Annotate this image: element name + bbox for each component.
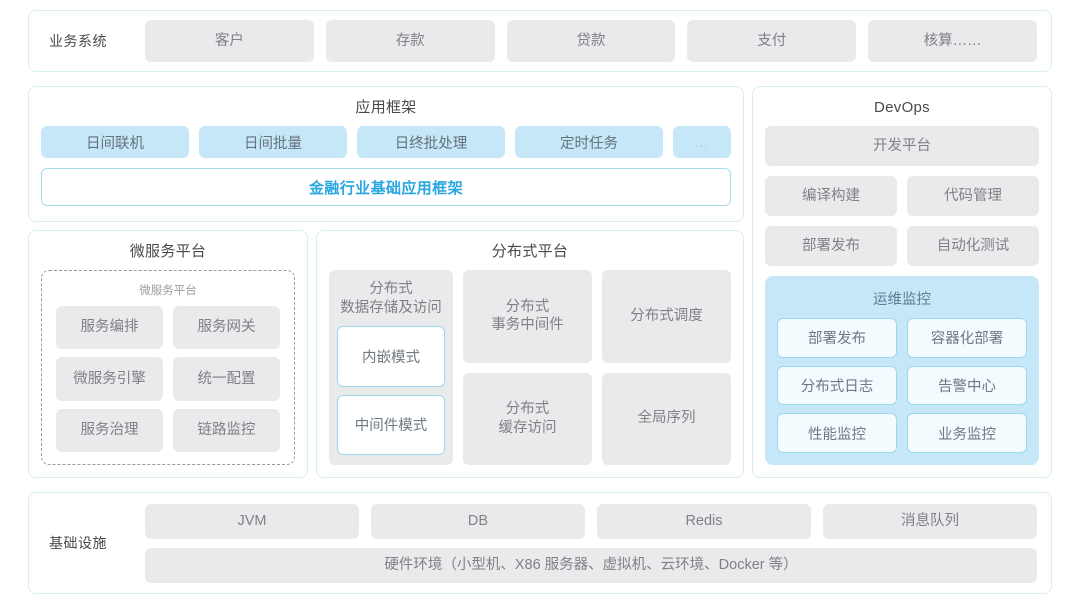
business-systems-items: 客户 存款 贷款 支付 核算…… xyxy=(145,20,1037,62)
distributed-storage-mode[interactable]: 中间件模式 xyxy=(337,394,445,455)
business-systems-panel: 业务系统 客户 存款 贷款 支付 核算…… xyxy=(28,10,1052,72)
ops-monitoring-item[interactable]: 性能监控 xyxy=(777,413,897,453)
ops-monitoring-item[interactable]: 分布式日志 xyxy=(777,365,897,406)
app-framework-item[interactable]: 定时任务 xyxy=(515,126,663,158)
distributed-storage-header: 分布式 数据存储及访问 xyxy=(340,281,442,316)
devops-item[interactable]: 自动化测试 xyxy=(907,226,1039,266)
microservice-platform-title: 微服务平台 xyxy=(129,243,207,260)
ops-monitoring-group: 运维监控 部署发布 容器化部署 分布式日志 告警中心 性能监控 业务监控 xyxy=(765,276,1039,465)
business-system-item[interactable]: 客户 xyxy=(145,20,314,62)
financial-base-framework-banner: 金融行业基础应用框架 xyxy=(41,168,731,206)
microservice-platform-panel: 微服务平台 微服务平台 服务编排 服务网关 微服务引擎 统一配置 服务治理 链路… xyxy=(28,230,308,478)
application-framework-panel: 应用框架 日间联机 日间批量 日终批处理 定时任务 ... 金融行业基础应用框架 xyxy=(28,86,744,222)
app-framework-item[interactable]: 日间联机 xyxy=(41,126,189,158)
devops-platform-item[interactable]: 开发平台 xyxy=(765,126,1039,166)
ops-monitoring-item[interactable]: 告警中心 xyxy=(907,365,1027,406)
infrastructure-item[interactable]: Redis xyxy=(597,503,811,539)
distributed-item[interactable]: 分布式 事务中间件 xyxy=(463,270,592,363)
microservice-item[interactable]: 服务治理 xyxy=(56,408,163,452)
business-system-item[interactable]: 贷款 xyxy=(506,20,676,62)
distributed-item[interactable]: 分布式 缓存访问 xyxy=(463,372,592,465)
platform-left-column: 应用框架 日间联机 日间批量 日终批处理 定时任务 ... 金融行业基础应用框架… xyxy=(28,86,744,478)
microservice-platform-items: 服务编排 服务网关 微服务引擎 统一配置 服务治理 链路监控 xyxy=(56,306,280,452)
ops-monitoring-title: 运维监控 xyxy=(873,292,931,308)
ops-monitoring-items: 部署发布 容器化部署 分布式日志 告警中心 性能监控 业务监控 xyxy=(777,318,1027,453)
microservice-item[interactable]: 服务网关 xyxy=(173,306,280,350)
infrastructure-panel: 基础设施 JVM DB Redis 消息队列 硬件环境（小型机、X86 服务器、… xyxy=(28,492,1052,594)
platform-section: 应用框架 日间联机 日间批量 日终批处理 定时任务 ... 金融行业基础应用框架… xyxy=(28,86,1052,478)
distributed-platform-title: 分布式平台 xyxy=(491,243,569,260)
business-systems-label: 业务系统 xyxy=(49,33,107,49)
devops-item[interactable]: 代码管理 xyxy=(907,176,1039,216)
infrastructure-item[interactable]: 消息队列 xyxy=(823,503,1037,539)
hardware-environment-row: 硬件环境（小型机、X86 服务器、虚拟机、云环境、Docker 等） xyxy=(145,547,1037,583)
business-system-item[interactable]: 核算…… xyxy=(868,20,1037,62)
ops-monitoring-item[interactable]: 部署发布 xyxy=(777,318,897,358)
microservice-platform-inner-title: 微服务平台 xyxy=(139,285,197,297)
distributed-storage-mode[interactable]: 内嵌模式 xyxy=(337,326,445,387)
microservice-item[interactable]: 链路监控 xyxy=(173,408,280,452)
hardware-environment-item[interactable]: 硬件环境（小型机、X86 服务器、虚拟机、云环境、Docker 等） xyxy=(145,547,1037,583)
app-framework-item[interactable]: 日终批处理 xyxy=(357,126,505,158)
devops-column: DevOps 开发平台 编译构建 代码管理 部署发布 自动化测试 运维监控 部署… xyxy=(752,86,1052,478)
ops-monitoring-item[interactable]: 业务监控 xyxy=(907,413,1027,453)
infrastructure-item[interactable]: JVM xyxy=(145,503,359,539)
distributed-platform-body: 分布式 数据存储及访问 内嵌模式 中间件模式 分布式 事务中间件 分布式调度 分… xyxy=(329,270,731,465)
distributed-item[interactable]: 全局序列 xyxy=(602,372,731,465)
microservice-item[interactable]: 统一配置 xyxy=(173,357,280,401)
microservice-item[interactable]: 服务编排 xyxy=(56,306,163,350)
distributed-platform-panel: 分布式平台 分布式 数据存储及访问 内嵌模式 中间件模式 分布式 事务中间件 分… xyxy=(316,230,744,478)
devops-title: DevOps xyxy=(874,99,930,116)
app-framework-more-button[interactable]: ... xyxy=(673,126,731,158)
application-framework-items: 日间联机 日间批量 日终批处理 定时任务 ... xyxy=(41,126,731,158)
distributed-item[interactable]: 分布式调度 xyxy=(602,270,731,363)
infrastructure-label: 基础设施 xyxy=(49,535,107,551)
infrastructure-body: JVM DB Redis 消息队列 硬件环境（小型机、X86 服务器、虚拟机、云… xyxy=(145,503,1037,583)
microservice-item[interactable]: 微服务引擎 xyxy=(56,357,163,401)
business-system-item[interactable]: 存款 xyxy=(325,20,495,62)
application-framework-title: 应用框架 xyxy=(355,99,417,116)
devops-items: 编译构建 代码管理 部署发布 自动化测试 xyxy=(765,176,1039,266)
devops-item[interactable]: 部署发布 xyxy=(765,226,897,266)
devops-item[interactable]: 编译构建 xyxy=(765,176,897,216)
distributed-storage-group: 分布式 数据存储及访问 内嵌模式 中间件模式 xyxy=(329,270,453,465)
app-framework-item[interactable]: 日间批量 xyxy=(199,126,347,158)
distributed-platform-items: 分布式 事务中间件 分布式调度 分布式 缓存访问 全局序列 xyxy=(463,270,731,465)
ops-monitoring-item[interactable]: 容器化部署 xyxy=(907,318,1027,358)
infrastructure-item[interactable]: DB xyxy=(371,503,585,539)
microservice-platform-inner-box: 微服务平台 服务编排 服务网关 微服务引擎 统一配置 服务治理 链路监控 xyxy=(41,270,295,465)
business-system-item[interactable]: 支付 xyxy=(687,20,857,62)
infrastructure-items: JVM DB Redis 消息队列 xyxy=(145,503,1037,539)
platform-lower-row: 微服务平台 微服务平台 服务编排 服务网关 微服务引擎 统一配置 服务治理 链路… xyxy=(28,230,744,478)
devops-panel: DevOps 开发平台 编译构建 代码管理 部署发布 自动化测试 运维监控 部署… xyxy=(752,86,1052,478)
